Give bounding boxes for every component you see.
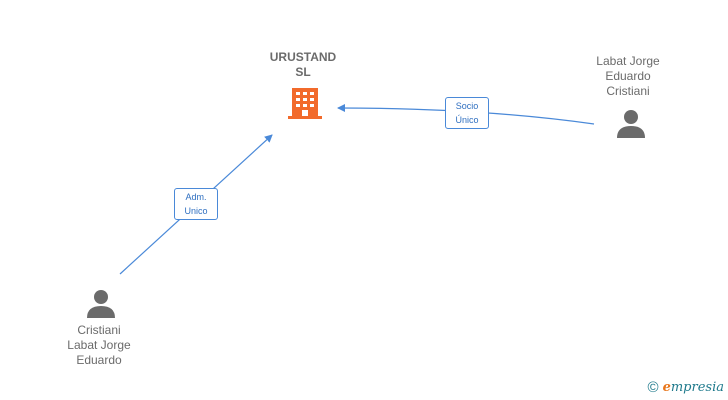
- brand-logo: empresia: [662, 380, 724, 395]
- person-icon: [87, 290, 115, 318]
- company-name: URUSTAND SL: [269, 50, 337, 79]
- footer-brand[interactable]: © empresia: [648, 379, 724, 396]
- edge-label-adm[interactable]: Adm. Unico: [174, 188, 218, 220]
- edge-label-socio[interactable]: Socio Único: [445, 97, 489, 129]
- building-icon: [288, 88, 322, 119]
- person-icon: [617, 110, 645, 138]
- copyright-icon: ©: [647, 379, 659, 396]
- person-name-2: Cristiani Labat Jorge Eduardo: [67, 323, 131, 367]
- person-name-1: Labat Jorge Eduardo Cristiani: [596, 54, 660, 98]
